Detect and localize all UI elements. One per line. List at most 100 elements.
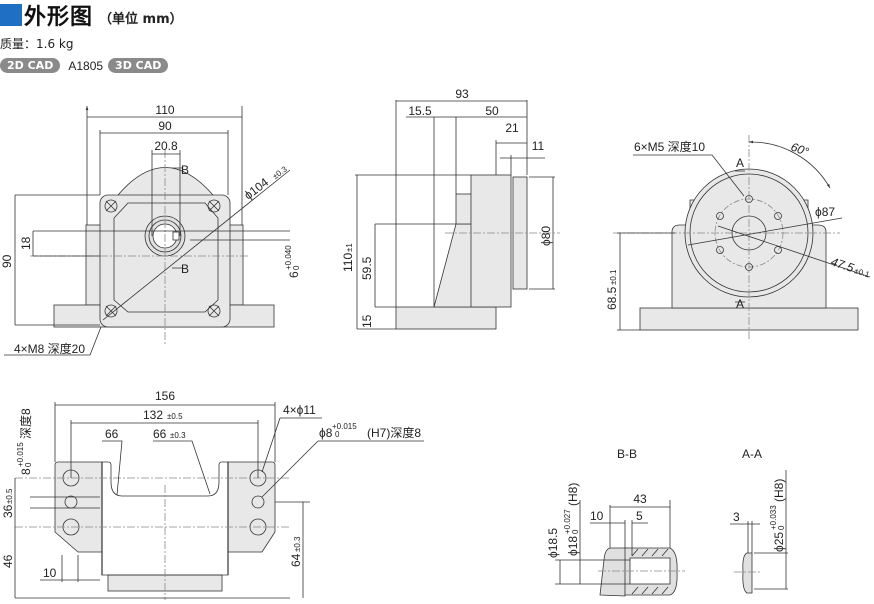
bottom-dim-66b: 66 [153,427,167,441]
aa-dim-phi25-line [754,470,788,590]
dim-93-line [395,100,528,307]
header-accent-square [0,4,22,26]
bottom-dim-132: 132 [143,408,163,422]
front-dim-18: 18 [19,236,33,250]
side-dim-phi80: ϕ80 [539,226,553,246]
rear-tol-68-5: ±0.1 [609,269,618,285]
aa-dim-phi25: ϕ25 [772,532,786,552]
rear-section-a-top: A [736,156,744,170]
bottom-left-8-upper: +0.015 [16,442,25,467]
dim-132-line [70,420,259,478]
bottom-tol-64: ±0.3 [293,536,302,552]
bottom-tol-phi8-upper: +0.015 [332,422,357,431]
section-aa-view [730,470,788,594]
side-dim-50: 50 [485,104,499,118]
bottom-view [14,402,424,600]
bb-dim-10-5-line [590,520,648,556]
front-section-b-top: B [181,163,189,177]
side-view [355,100,560,330]
callout-66a-leader [102,440,123,496]
section-a-arrows [735,170,745,303]
callout-m8-leader [4,326,102,356]
aa-label: A-A [742,447,762,461]
dim-59-5-line [374,223,456,308]
bb-hatch [631,548,669,595]
rear-tol-47-5: ±0.1 [853,266,871,280]
bb-dim-43: 43 [633,492,647,506]
dim-phi104-line [102,169,291,321]
front-dim-6: 6 [287,271,301,278]
front-view [4,106,291,356]
front-dim-90-top: 90 [158,119,172,133]
side-dim-15: 15 [360,314,374,328]
rear-callout-m5: 6×M5 深度10 [634,139,705,154]
dim-15-5-50-line [406,116,527,307]
aa-dim-3-line [730,521,760,553]
bottom-callout-phi8-suffix: (H7)深度8 [367,425,421,440]
front-mount-holes [104,199,221,318]
aa-tol-lower: 0 [777,525,786,530]
bottom-tol-66b: ±0.3 [170,431,186,440]
bottom-dim-10: 10 [43,566,57,580]
unit-label: （单位 mm） [99,11,183,27]
bottom-dim-36: 36 [1,504,15,518]
dim-phi87-line [687,217,843,246]
bb-fit: (H8) [566,483,580,506]
side-dim-21: 21 [505,121,519,135]
bottom-callout-phi11: 4×ϕ11 [283,403,316,417]
bb-dim-phi18: ϕ18 [566,536,580,556]
bottom-dim-64: 64 [289,553,303,567]
dim-18-line [32,230,290,257]
dim-11-line [500,155,545,175]
bb-tol-lower: 0 [571,529,580,534]
bottom-dim-156: 156 [155,389,175,403]
front-dome [117,167,214,196]
callout-m5-leader [633,154,745,197]
front-tol-6-upper: +0.040 [284,245,293,270]
front-dim-110: 110 [155,103,174,117]
cad-3d-button[interactable]: 3D CAD [108,58,169,73]
bottom-tol-132: ±0.5 [167,412,183,421]
section-bb-view [555,500,685,597]
dim-110-line [87,106,243,225]
bottom-left-8-depth: 深度8 [18,408,33,439]
bottom-hole-centerlines [15,477,290,528]
callout-phi8-leader [261,440,424,498]
bb-label: B-B [617,447,637,461]
section-header: 外形图 （单位 mm） [0,0,183,30]
bottom-dim-66a: 66 [105,427,119,441]
front-dim-20-8: 20.8 [154,139,178,153]
dim-90-top-line [99,130,229,195]
rear-angle-arc [748,140,831,189]
rear-section-a-bottom: A [736,297,744,311]
cad-2d-button[interactable]: 2D CAD [0,58,61,73]
bottom-callout-phi8: ϕ8 [319,426,333,440]
bb-dim-phi18-5: ϕ18.5 [546,528,560,558]
rear-angle-60: 60° [789,140,811,159]
page-title: 外形图 [24,5,94,30]
dim-90-left-line [14,194,100,326]
dim-46-36-line [14,478,290,599]
section-b-arrows [172,167,182,269]
dim-10-line [40,555,100,582]
front-section-b-bottom: B [181,262,189,276]
front-inner-plate [113,202,219,313]
callout-phi11-leader [261,417,322,473]
part-code: A1805 [68,58,104,73]
side-dim-11: 11 [532,139,545,153]
dim-20-8-line [151,150,181,236]
bb-dim-5: 5 [636,509,643,523]
bottom-body-edges [101,462,229,575]
dim-64-line [275,501,310,598]
bb-dim-10: 10 [590,509,604,523]
weight-label: 质量：1.6 kg [0,37,74,51]
front-callout-m8: 4×M8 深度20 [14,341,85,356]
dim-68-5-line [617,232,675,331]
side-base [395,306,497,330]
bb-hub [599,547,629,597]
aa-tol-upper: +0.033 [769,505,778,530]
bottom-tol-36: ±0.5 [5,488,14,504]
bb-dim-43-line [609,500,671,548]
side-dim-15-5: 15.5 [408,104,432,118]
